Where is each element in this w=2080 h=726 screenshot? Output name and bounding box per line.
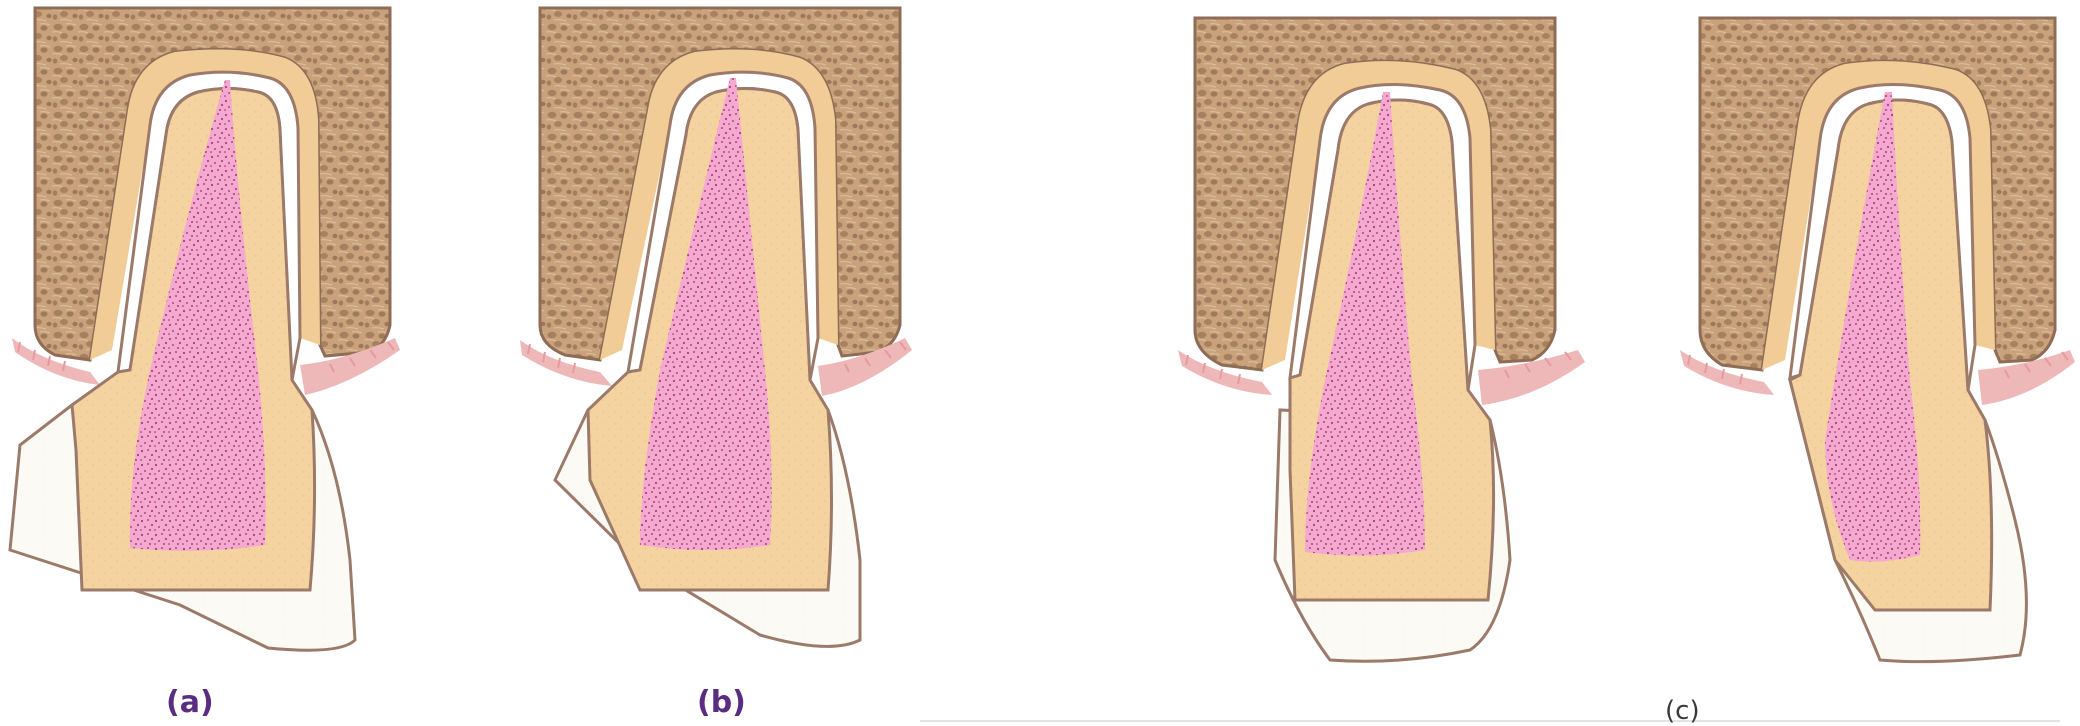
caption-c: (c)	[1665, 696, 1700, 726]
tooth-c-right	[1680, 18, 2075, 662]
tooth-b	[520, 8, 912, 646]
tooth-c-left	[1178, 18, 1585, 661]
scan-artifact-line	[920, 720, 2060, 722]
caption-b: (b)	[697, 688, 746, 718]
tooth-a	[10, 8, 400, 650]
caption-a: (a)	[166, 688, 214, 718]
